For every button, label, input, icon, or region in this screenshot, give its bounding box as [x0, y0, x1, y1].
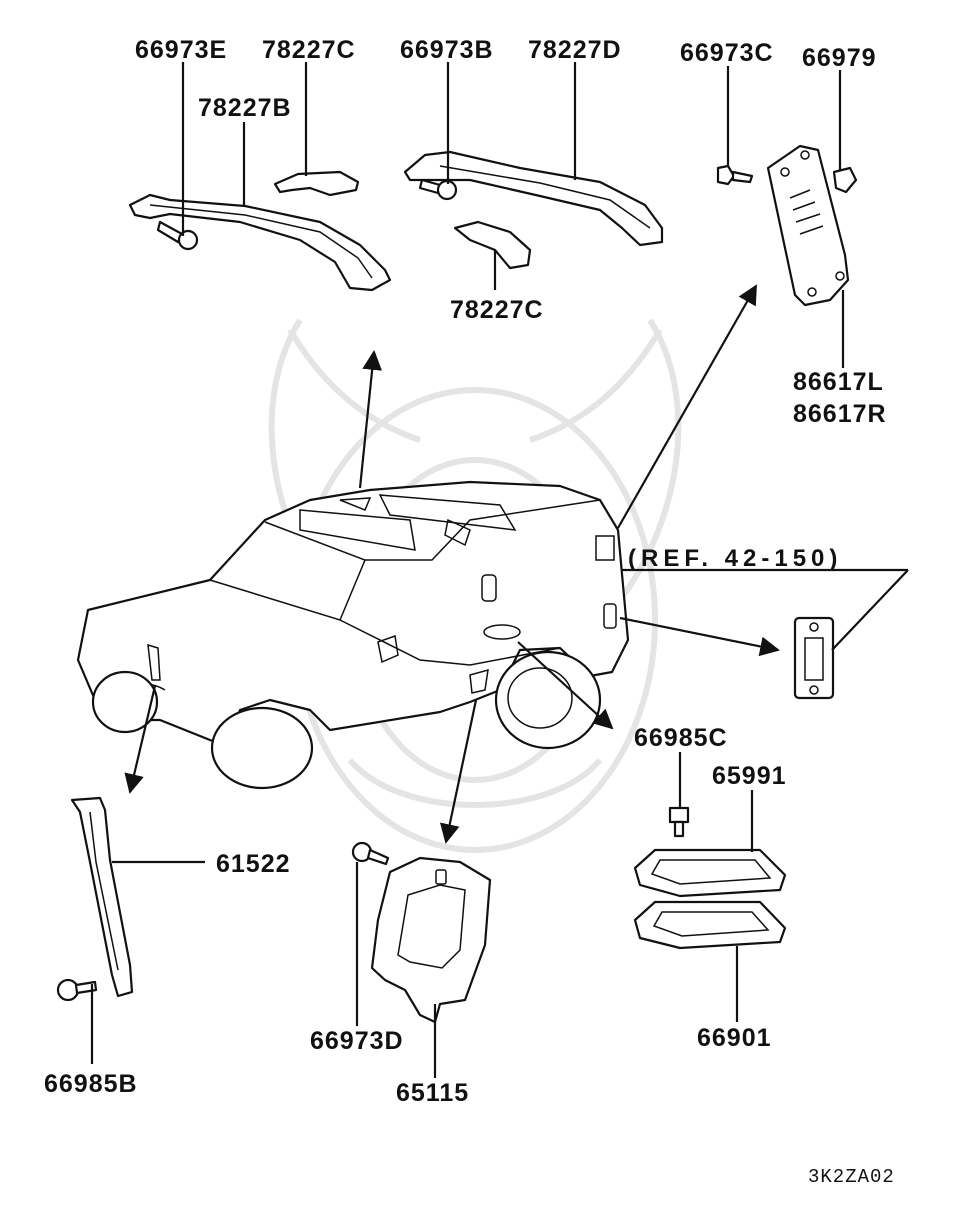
leader-lines — [90, 62, 909, 1078]
roof-rail-78227B — [128, 193, 392, 292]
label-66901: 66901 — [697, 1024, 772, 1052]
stay-61522 — [70, 796, 134, 998]
label-66985B: 66985B — [44, 1070, 138, 1098]
label-66973D: 66973D — [310, 1027, 404, 1055]
arrows — [124, 284, 780, 844]
label-65991: 65991 — [712, 762, 787, 790]
bracket-78227C-top — [273, 170, 360, 197]
label-78227D: 78227D — [528, 36, 622, 64]
label-65115: 65115 — [396, 1079, 469, 1107]
screw-66973D — [351, 841, 390, 866]
label-66979: 66979 — [802, 44, 877, 72]
label-66973B: 66973B — [400, 36, 494, 64]
label-86617R: 86617R — [793, 400, 887, 428]
cover-65115 — [370, 856, 492, 1024]
bolt-66985B — [56, 978, 98, 1002]
bolt-66973C — [716, 164, 754, 186]
label-66973C: 66973C — [680, 39, 774, 67]
label-66973E: 66973E — [135, 36, 227, 64]
bracket-78227C-mid — [453, 220, 532, 270]
vehicle-body — [76, 480, 630, 790]
roof-rail-78227D — [403, 150, 664, 247]
gasket-66901 — [633, 900, 787, 950]
label-66985C: 66985C — [634, 724, 728, 752]
label-reference: (REF. 42-150) — [628, 545, 842, 572]
label-86617L: 86617L — [793, 368, 884, 396]
callout-labels: 66973E 78227C 78227B 66973B 78227D 78227… — [44, 36, 895, 1188]
clip-66979 — [832, 166, 858, 194]
label-61522: 61522 — [216, 850, 291, 878]
bolt-66985C — [668, 806, 690, 838]
label-78227B: 78227B — [198, 94, 292, 122]
cover-65991 — [633, 848, 787, 898]
label-78227C-top: 78227C — [262, 36, 356, 64]
striker-plate — [793, 616, 835, 700]
bolt-66973B — [418, 178, 458, 201]
bolt-66973E — [156, 220, 199, 251]
cover-86617 — [766, 144, 850, 307]
label-78227C-mid: 78227C — [450, 296, 544, 324]
diagram-code: 3K2ZA02 — [808, 1166, 895, 1188]
